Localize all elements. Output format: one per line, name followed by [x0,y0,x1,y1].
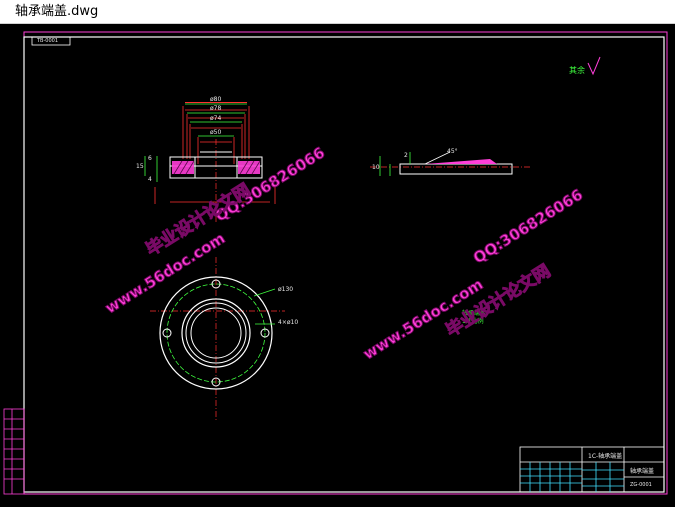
roughness-symbol [587,56,601,76]
center-label-1: 轴承端盖 [462,310,487,317]
top-view [150,257,285,422]
dim-section-45: 45° [447,148,458,155]
dim-d50: ø50 [210,129,222,136]
dim-h4: 4 [148,176,152,183]
dim-h10: 10 [372,164,380,171]
outer-frame [23,31,668,495]
dim-section-2: 2 [404,152,408,159]
cad-drawing-canvas[interactable]: TB-0001 其余 ø80 ø78 ø74 ø50 15 6 4 10 2 4… [0,24,675,507]
window-title: 轴承端盖.dwg [15,4,99,19]
title-block [519,446,665,493]
title-block-part-name: 轴承端盖 [630,468,655,475]
side-view [370,151,530,176]
left-margin-table [3,408,25,495]
dim-h6: 6 [148,155,152,162]
frame-tag-label: TB-0001 [37,38,59,44]
title-block-header: 1C-轴承端盖 [588,453,623,460]
title-block-drawing-no: ZG-0001 [630,482,652,488]
dim-h15: 15 [136,163,144,170]
dim-holes: 4×ø10 [278,319,299,326]
dim-d130: ø130 [278,286,294,293]
drawing-svg [3,31,668,495]
frame-tag-box [31,36,71,46]
dim-d80: ø80 [210,96,222,103]
inner-frame [23,36,665,493]
window-titlebar: 轴承端盖.dwg [0,0,675,24]
roughness-note: 其余 [569,66,585,75]
dim-d74: ø74 [210,115,222,122]
front-section-view [144,102,276,224]
center-label-2: 1:1比例 [462,318,484,325]
dim-d78: ø78 [210,105,222,112]
